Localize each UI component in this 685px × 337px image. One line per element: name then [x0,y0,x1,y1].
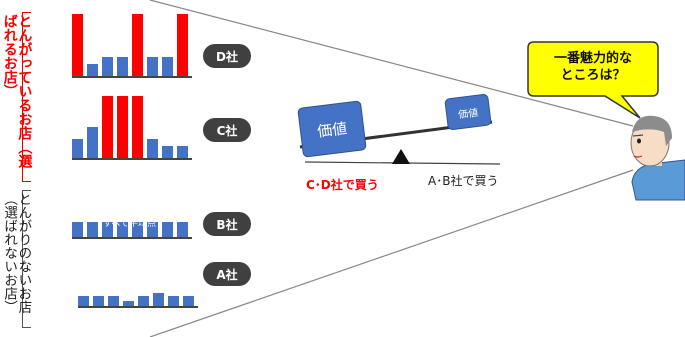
perspective-line-bottom [149,169,634,337]
bar [132,96,143,158]
group-label-top: とんがっているお店（選ばれるお店） [1,14,33,168]
bar [123,301,134,306]
bar [147,57,158,76]
bar [177,146,188,158]
bar [87,64,98,76]
company-pill-d: D社 [203,44,251,68]
chart-a [78,281,198,308]
bar [108,296,119,306]
company-pill-c: C社 [203,118,251,142]
bar [117,96,128,158]
bar [72,139,83,158]
chart-b [72,207,192,239]
bar [117,222,128,237]
bar [162,146,173,158]
bar [132,222,143,237]
group-bracket-top [22,12,31,182]
bar [72,14,83,76]
speech-line-1: 一番魅力的な [553,51,632,66]
bar [102,222,113,237]
perspective-line-top [149,0,634,127]
caption-cd-buy: C･D社で買う [306,178,379,192]
bar [102,57,113,76]
group-bracket-bottom [22,190,31,328]
average-note: すべて平均点 [103,219,157,229]
bar [87,127,98,158]
speech-bubble-text: 一番魅力的な ところは？ [530,51,656,85]
bar [183,296,194,306]
bar [138,296,149,306]
company-pill-a: A社 [203,262,251,286]
group-label-bottom: とんがりのないお店（選ばれないお店） [1,192,32,314]
bar [162,57,173,76]
bar [87,222,98,237]
chart-c [72,96,192,160]
bar [168,296,179,306]
bar [102,96,113,158]
bar [93,296,104,306]
bar [78,296,89,306]
bar [162,222,173,237]
fulcrum-triangle [392,149,410,164]
company-pill-b: B社 [203,212,251,236]
bar [117,57,128,76]
bar [147,222,158,237]
caption-ab-buy: A･B社で買う [428,174,499,188]
bar [72,222,83,237]
person-icon [630,115,685,201]
value-box-large: 価値 [297,100,367,158]
bar [177,222,188,237]
bar [147,139,158,158]
bar [177,14,188,76]
bar [132,14,143,76]
speech-bubble [527,41,659,119]
value-box-small: 価値 [444,93,492,131]
chart-d [72,14,192,78]
speech-line-2: ところは？ [560,67,626,83]
bar [153,293,164,306]
